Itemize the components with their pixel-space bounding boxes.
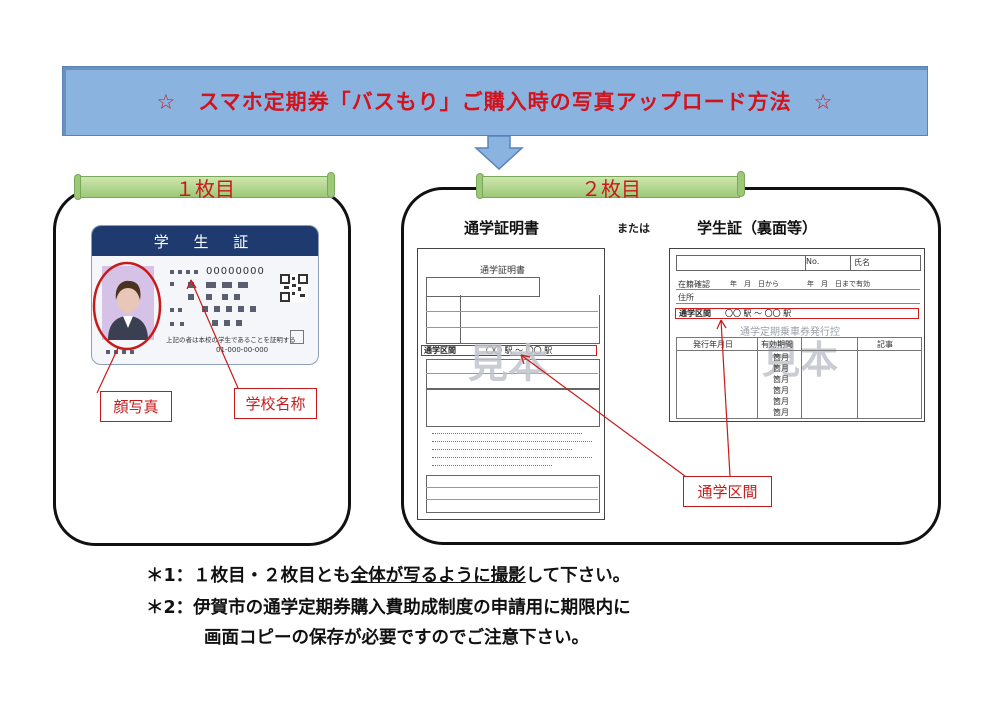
back-name-label: 氏名 (854, 258, 870, 267)
commute-certificate-sample: 通学証明書 通学区間 〇〇 駅 ～ 〇〇 駅 見本 (417, 248, 605, 520)
label-or: または (617, 222, 650, 235)
back-faded-title: 通学定期乗車券発行控 (740, 327, 840, 338)
cert-watermark: 見本 (468, 341, 548, 387)
cert-route-label: 通学区間 (424, 346, 456, 355)
student-id-card-sample: 学 生 証 00000000 上記の者は (91, 225, 319, 365)
callout-school-name: 学校名称 (234, 388, 317, 419)
page-title: ☆ スマホ定期券「バスもり」ご購入時の写真アップロード方法 ☆ (156, 90, 834, 114)
ribbon-first-label: １枚目 (175, 176, 235, 201)
back-route-highlight: 通学区間 〇〇 駅 ～ 〇〇 駅 (675, 308, 919, 319)
note-1-emphasis: 全体が写るように撮影 (350, 566, 526, 586)
back-address-label: 住所 (678, 293, 694, 302)
person-icon (102, 266, 154, 340)
callout-face-photo: 顔写真 (100, 391, 172, 422)
ribbon-second-label: ２枚目 (581, 176, 641, 201)
label-commute-certificate: 通学証明書 (464, 219, 540, 237)
back-month-3: 箇月 (773, 375, 789, 384)
title-banner (62, 66, 928, 136)
ribbon-right-curl (327, 172, 335, 198)
stamp-icon (290, 330, 304, 344)
ribbon-second: ２枚目 (482, 176, 740, 201)
callout-commute-route: 通学区間 (683, 476, 772, 507)
back-month-6: 箇月 (773, 408, 789, 417)
note-2-line-1: ＊2：伊賀市の通学定期券購入費助成制度の申請用に期限内に (146, 598, 631, 618)
back-route-value: 〇〇 駅 ～ 〇〇 駅 (725, 309, 792, 318)
down-arrow-icon (474, 136, 524, 170)
back-month-2: 箇月 (773, 364, 789, 373)
card-id-number: 00000000 (206, 266, 265, 277)
cert-route-highlight: 通学区間 〇〇 駅 ～ 〇〇 駅 (421, 345, 597, 356)
card-footer-number: 01-000-00-000 (216, 346, 269, 354)
back-no-label: No. (806, 257, 820, 266)
back-route-label: 通学区間 (679, 309, 711, 318)
ribbon-first: １枚目 (80, 176, 330, 201)
back-enroll-text: 年 月 日から 年 月 日まで有効 (730, 280, 870, 288)
back-enroll-label: 在籍確認 (678, 280, 710, 289)
student-id-back-sample: No. 氏名 在籍確認 年 月 日から 年 月 日まで有効 住所 通学区間 〇〇… (669, 248, 925, 422)
label-student-id-back: 学生証（裏面等） (697, 219, 818, 237)
back-col-notes: 記事 (877, 340, 893, 349)
cert-title: 通学証明書 (480, 266, 526, 276)
face-photo (102, 266, 154, 340)
qr-code-icon (280, 274, 308, 302)
back-month-4: 箇月 (773, 386, 789, 395)
card-heading: 学 生 証 (92, 226, 318, 256)
cert-route-value: 〇〇 駅 ～ 〇〇 駅 (486, 346, 553, 355)
card-footer-text: 上記の者は本校の学生であることを証明する (166, 336, 296, 344)
back-issue-table: 発行年月日 有効期間 記事 箇月 箇月 箇月 箇月 箇月 箇月 (676, 337, 922, 419)
back-watermark: 見本 (762, 338, 839, 382)
back-month-1: 箇月 (773, 353, 789, 362)
note-2-line-2: 画面コピーの保存が必要ですのでご注意下さい。 (204, 628, 589, 648)
ribbon-right-curl (737, 171, 745, 197)
note-1: ＊1：１枚目・２枚目とも全体が写るように撮影して下さい。 (146, 566, 631, 586)
back-col-valid-period: 有効期間 (761, 340, 793, 349)
back-month-5: 箇月 (773, 397, 789, 406)
back-col-issue-date: 発行年月日 (693, 340, 733, 349)
